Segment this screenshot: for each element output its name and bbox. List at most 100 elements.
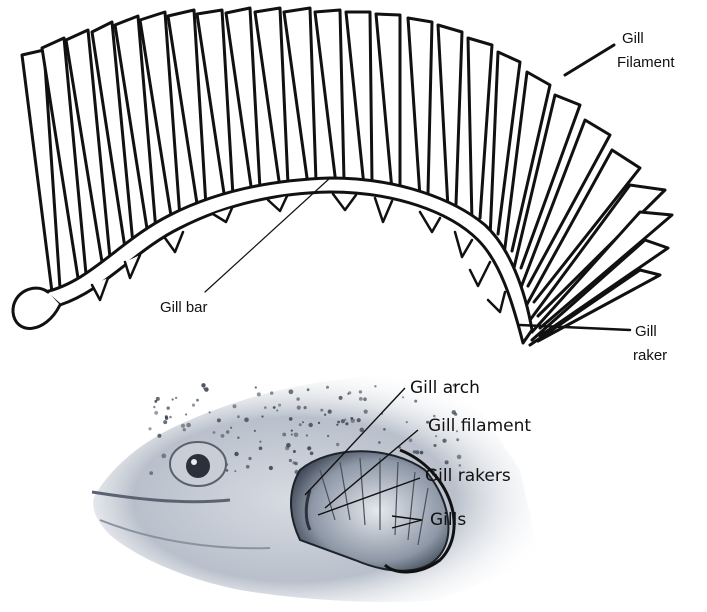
fish-speckle: [234, 470, 236, 472]
fish-speckle: [374, 385, 376, 387]
fish-speckle: [257, 392, 261, 396]
label-gill-filament-bottom: Gill filament: [428, 416, 531, 436]
fish-speckle: [294, 433, 299, 438]
fish-speckle: [172, 398, 174, 400]
label-gill-arch: Gill arch: [410, 378, 480, 398]
fish-speckle: [409, 439, 413, 443]
fish-speckle: [364, 410, 368, 414]
gill-filament-15: [408, 18, 432, 197]
fish-speckle: [415, 450, 419, 454]
fish-speckle: [309, 423, 313, 427]
fish-speckle: [336, 424, 338, 426]
fish-speckle: [192, 404, 195, 407]
fish-speckle: [452, 410, 456, 414]
fish-speckle: [434, 444, 437, 447]
label-gill-filament-top-1: Gill: [622, 30, 644, 47]
fish-speckle: [259, 441, 261, 443]
fish-speckle: [285, 446, 289, 450]
fish-speckle: [209, 411, 211, 413]
fish-speckle: [414, 400, 417, 403]
fish-speckle: [324, 414, 326, 416]
fish-speckle: [292, 461, 295, 464]
label-gill-rakers: Gill rakers: [425, 466, 511, 486]
fish-speckle: [307, 446, 311, 450]
fish-speckle: [307, 388, 310, 391]
gill-filament-12: [315, 10, 344, 184]
fish-speckle: [299, 423, 302, 426]
label-gill-filament-top-2: Filament: [617, 54, 675, 71]
fish-speckle: [237, 437, 239, 439]
fish-speckle: [306, 434, 308, 436]
fish-speckle: [165, 415, 168, 418]
label-gills: Gills: [430, 510, 466, 530]
fish-speckle: [237, 415, 240, 418]
fish-speckle: [328, 410, 332, 414]
fish-speckle: [363, 397, 367, 401]
fish-speckle: [185, 413, 187, 415]
fish-speckle: [320, 409, 323, 412]
fish-speckle: [244, 418, 249, 423]
gill-arch-drawing: [13, 8, 672, 345]
fish-speckle: [420, 451, 424, 455]
fish-eye-highlight: [191, 459, 197, 465]
fish-speckle: [149, 471, 153, 475]
fish-speckle: [278, 404, 281, 407]
fish-speckle: [163, 420, 167, 424]
gill-filament-16: [438, 25, 462, 208]
gill-filament-13: [346, 12, 372, 186]
label-gill-raker-2: raker: [633, 347, 667, 364]
fish-speckle: [327, 435, 329, 437]
fish-speckle: [269, 466, 273, 470]
fish-speckle: [264, 406, 267, 409]
fish-speckle: [259, 447, 263, 451]
fish-speckle: [326, 386, 329, 389]
fish-speckle: [339, 396, 343, 400]
fish-speckle: [289, 389, 294, 394]
fish-speckle: [221, 434, 225, 438]
fish-speckle: [183, 428, 186, 431]
fish-speckle: [181, 424, 185, 428]
label-gill-raker-1: Gill: [635, 323, 657, 340]
fish-speckle: [336, 443, 339, 446]
fish-speckle: [344, 419, 346, 421]
fish-speckle: [248, 457, 251, 460]
fish-speckle: [175, 397, 177, 399]
fish-speckle: [233, 404, 237, 408]
fish-speckle: [293, 450, 296, 453]
gill-filament-14: [376, 14, 400, 190]
fish-speckle: [255, 386, 257, 388]
fish-speckle: [456, 438, 459, 441]
fish-speckle: [296, 397, 299, 400]
fish-speckle: [157, 434, 161, 438]
fish-head-illustration: [92, 374, 540, 602]
fish-speckle: [254, 430, 256, 432]
fish-speckle: [291, 430, 293, 432]
fish-speckle: [186, 423, 191, 428]
fish-speckle: [276, 410, 278, 412]
gill-filament-17: [468, 38, 492, 222]
fish-speckle: [203, 387, 205, 389]
fish-speckle: [359, 390, 362, 393]
fish-speckle: [402, 396, 404, 398]
fish-speckle: [457, 455, 462, 460]
fish-speckle: [289, 417, 293, 421]
fish-speckle: [357, 418, 361, 422]
fish-speckle: [148, 427, 151, 430]
fish-speckle: [196, 399, 199, 402]
fish-speckle: [378, 441, 381, 444]
fish-speckle: [359, 397, 363, 401]
fish-speckle: [310, 452, 314, 456]
gill-filament-11: [284, 8, 316, 185]
fish-speckle: [289, 459, 292, 462]
fish-speckle: [383, 428, 386, 431]
fish-speckle: [445, 460, 449, 464]
leader-gill-filament: [565, 45, 614, 75]
fish-speckle: [318, 422, 320, 424]
fish-speckle: [217, 418, 221, 422]
fish-speckle: [234, 452, 238, 456]
fish-speckle: [406, 421, 408, 423]
fish-speckle: [297, 406, 301, 410]
gill-filaments: [22, 8, 672, 345]
fish-speckle: [230, 427, 232, 429]
fish-speckle: [345, 422, 348, 425]
